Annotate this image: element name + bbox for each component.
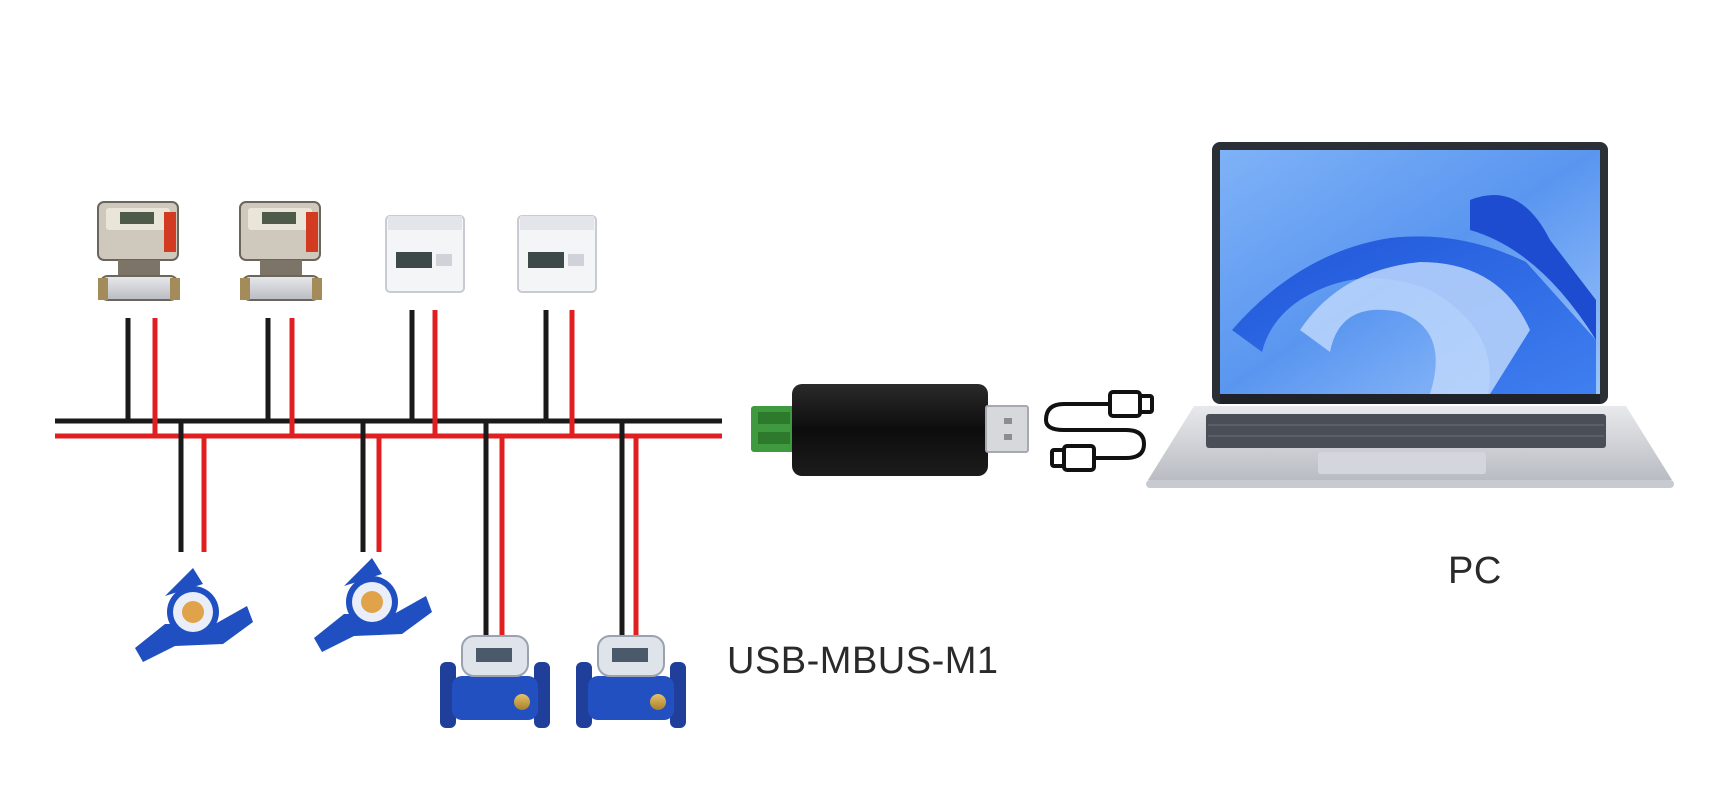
din-rail-meter-icon — [385, 215, 465, 293]
flange-water-meter-icon — [576, 635, 686, 728]
laptop-touchpad — [1318, 452, 1486, 474]
bottom-drop-wires — [178, 421, 639, 636]
converter-label: USB-MBUS-M1 — [727, 640, 999, 682]
water-meter-icon — [314, 558, 432, 652]
usb-mbus-converter-icon — [751, 384, 1029, 476]
flange-water-meter-icon — [440, 635, 550, 728]
heat-meter-icon — [239, 201, 322, 301]
usb-cable-icon — [1044, 390, 1154, 472]
laptop-keyboard — [1206, 414, 1606, 448]
pc-label: PC — [1448, 550, 1502, 592]
top-drop-wires — [125, 310, 575, 436]
water-meter-icon — [135, 568, 253, 662]
laptop-icon — [1146, 142, 1674, 488]
converter-body — [792, 384, 988, 476]
din-rail-meter-icon — [517, 215, 597, 293]
usb-plug — [985, 405, 1029, 453]
mbus-line — [55, 418, 722, 439]
heat-meter-icon — [97, 201, 180, 301]
